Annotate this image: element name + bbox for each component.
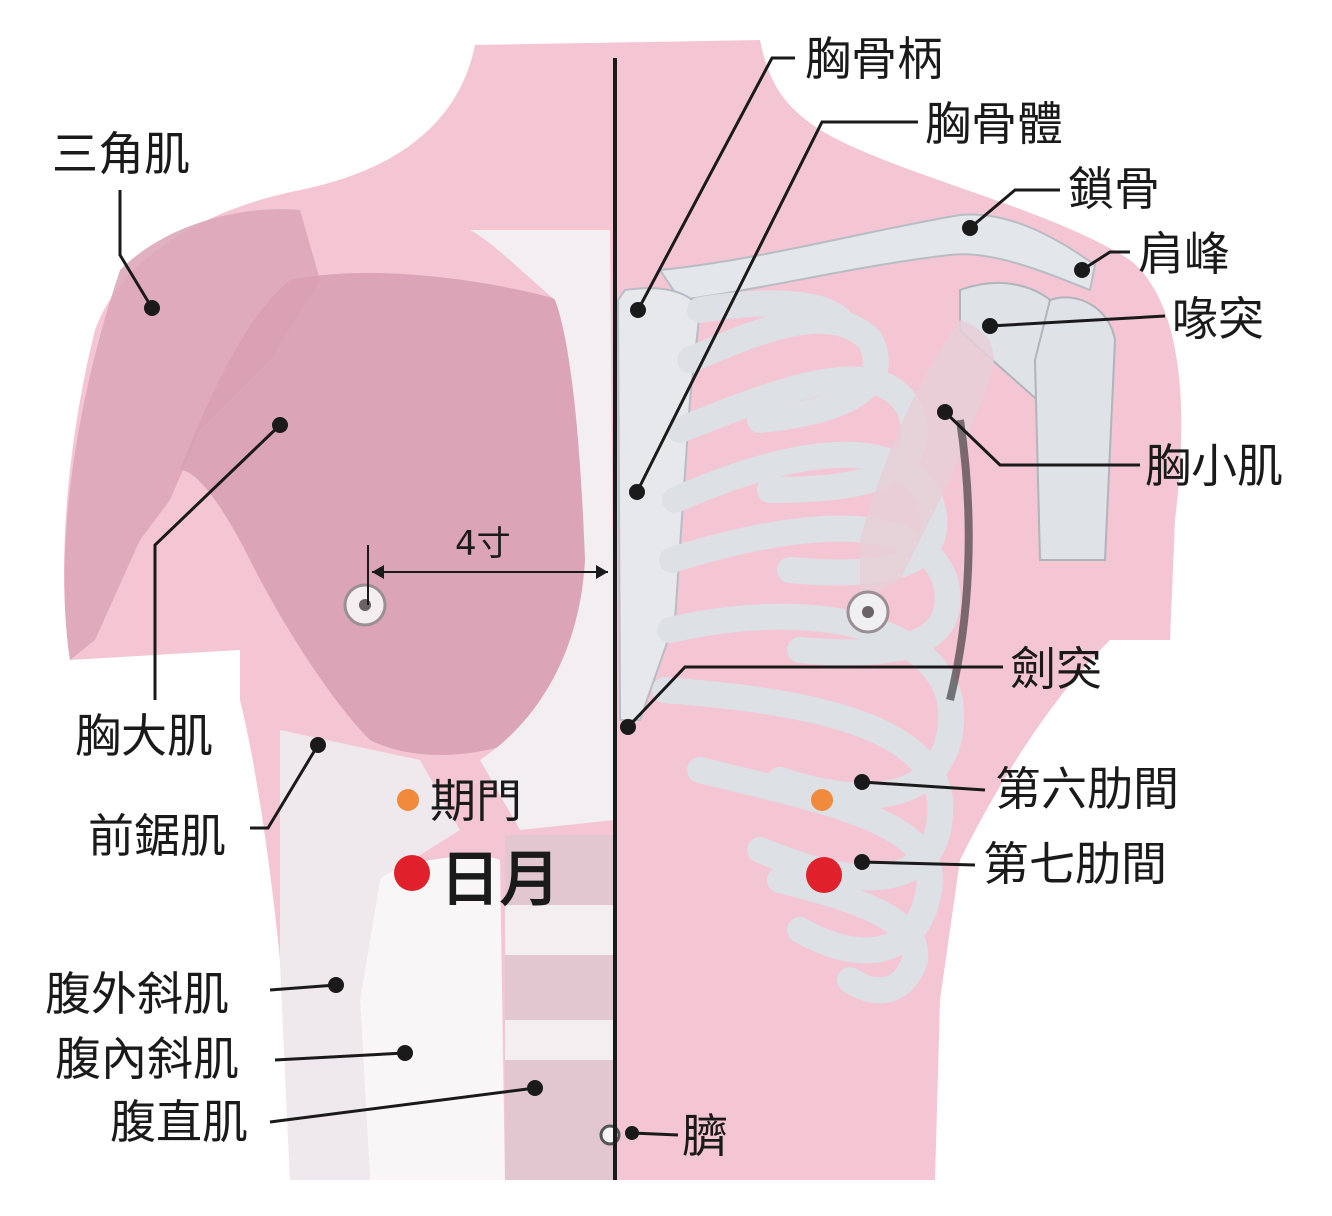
right-nipple-center xyxy=(862,606,874,618)
acupoint-labels: 期門 日月 xyxy=(430,774,560,915)
rectus-tendinous-band-2 xyxy=(505,1020,613,1060)
label-riyue: 日月 xyxy=(440,845,560,915)
rib-2 xyxy=(677,307,889,433)
anchor-rectus xyxy=(527,1080,543,1096)
rib-9 xyxy=(767,867,929,1004)
leader-sixth-intercostal xyxy=(861,780,986,792)
humerus-bone xyxy=(1033,296,1117,561)
leader-navel xyxy=(631,1131,679,1137)
leader-pectoralis-minor xyxy=(943,410,1140,467)
label-manubrium: 胸骨柄 xyxy=(805,32,943,86)
anchor-external-oblique xyxy=(328,977,344,993)
anchor-deltoid xyxy=(144,300,160,316)
leader-external-oblique xyxy=(269,983,337,992)
anchor-sixth-intercostal xyxy=(854,774,870,790)
label-serratus-anterior: 前鋸肌 xyxy=(88,809,226,863)
leader-serratus xyxy=(250,744,320,830)
pectoralis-major-muscle xyxy=(180,272,592,755)
leader-coracoid xyxy=(989,314,1166,328)
leader-xiphoid xyxy=(626,665,1003,729)
leader-seventh-intercostal xyxy=(861,860,976,867)
label-deltoid: 三角肌 xyxy=(52,127,190,181)
right-labels: 胸骨柄 胸骨體 鎖骨 肩峰 喙突 胸小肌 劍突 第六肋間 第七肋間 臍 xyxy=(682,32,1283,1163)
measure-arrowhead-left xyxy=(372,565,384,579)
chest-central-area xyxy=(470,230,615,830)
anchor-serratus xyxy=(310,737,326,753)
measure-label: 4寸 xyxy=(455,524,511,564)
label-seventh-intercostal: 第七肋間 xyxy=(983,837,1167,891)
pectoralis-minor-muscle xyxy=(860,320,994,600)
label-acromion: 肩峰 xyxy=(1138,227,1230,281)
anchor-manubrium xyxy=(630,302,646,318)
rectus-tendinous-band-1 xyxy=(505,905,613,955)
label-qimen: 期門 xyxy=(430,774,522,828)
label-pectoralis-minor: 胸小肌 xyxy=(1145,439,1283,493)
label-xiphoid: 劍突 xyxy=(1010,642,1102,696)
leader-sternum-body xyxy=(635,120,918,493)
anchor-seventh-intercostal xyxy=(854,854,870,870)
anchor-sternum-body xyxy=(629,484,645,500)
internal-oblique-muscle xyxy=(360,856,505,1180)
left-nipple-center xyxy=(359,599,371,611)
anchor-acromion xyxy=(1074,262,1090,278)
anchor-internal-oblique xyxy=(397,1045,413,1061)
label-rectus-abdominis: 腹直肌 xyxy=(110,1095,248,1149)
leader-rectus xyxy=(269,1086,536,1124)
leader-manubrium xyxy=(636,56,795,311)
label-pectoralis-major: 胸大肌 xyxy=(75,709,213,763)
label-sixth-intercostal: 第六肋間 xyxy=(995,762,1179,816)
anchor-pectoralis-major xyxy=(272,417,288,433)
label-internal-oblique: 腹內斜肌 xyxy=(55,1032,239,1086)
label-coracoid: 喙突 xyxy=(1172,292,1264,346)
external-oblique-muscle xyxy=(280,730,460,1180)
qimen-marker-left xyxy=(397,789,419,811)
sternum-bone xyxy=(616,287,702,721)
acupoint-markers xyxy=(394,789,842,893)
leader-pectoralis-major xyxy=(153,423,282,700)
anchor-clavicle xyxy=(962,220,978,236)
rib-8 xyxy=(687,757,944,964)
leader-deltoid xyxy=(118,190,154,309)
label-clavicle: 鎖骨 xyxy=(1068,162,1160,216)
riyue-marker-right xyxy=(806,857,842,893)
leader-internal-oblique xyxy=(274,1051,406,1062)
torso-illustration xyxy=(64,40,1182,1180)
label-external-oblique: 腹外斜肌 xyxy=(45,967,229,1021)
anchor-navel xyxy=(625,1126,639,1140)
label-sternum-body: 胸骨體 xyxy=(925,97,1063,151)
rectus-abdominis-muscle xyxy=(505,835,613,1180)
rib-7 xyxy=(652,677,954,891)
anchor-coracoid xyxy=(982,318,998,334)
label-navel: 臍 xyxy=(682,1109,728,1163)
left-leaders xyxy=(118,190,543,1124)
anchor-pectoralis-minor xyxy=(937,404,953,420)
qimen-marker-right xyxy=(811,789,833,811)
clavicle-bone xyxy=(658,213,1097,302)
nipples xyxy=(343,583,890,634)
leader-acromion xyxy=(1081,250,1130,272)
anchor-xiphoid xyxy=(620,719,636,735)
riyue-marker-left xyxy=(394,855,430,891)
left-labels: 三角肌 胸大肌 前鋸肌 腹外斜肌 腹內斜肌 腹直肌 xyxy=(45,127,248,1149)
measure-arrowhead-right xyxy=(596,565,608,579)
measurement-4cun: 4寸 xyxy=(367,524,608,605)
right-leaders xyxy=(620,56,1166,1140)
leader-clavicle xyxy=(969,188,1060,230)
